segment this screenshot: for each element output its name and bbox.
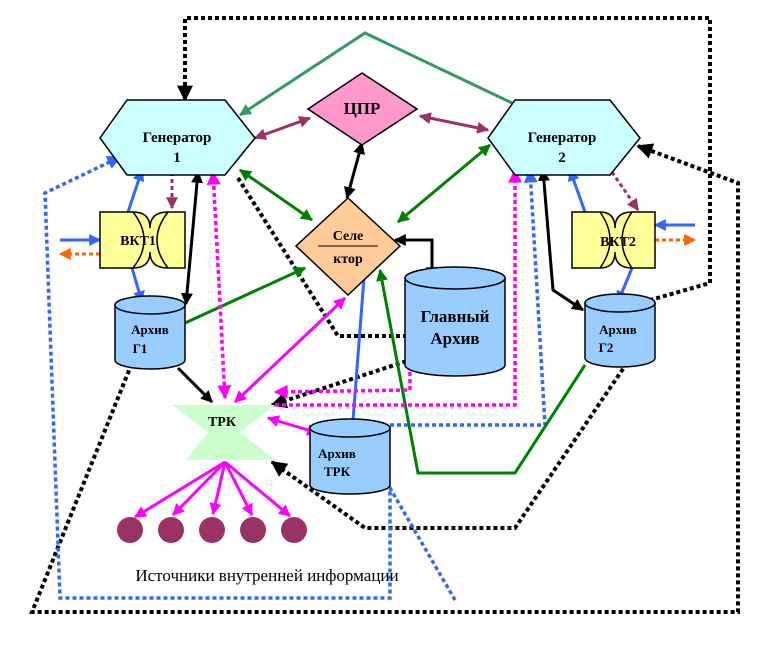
cpr-shape bbox=[306, 72, 419, 146]
generator-1-label: Генератор bbox=[143, 130, 212, 146]
green-gen1-selector bbox=[239, 168, 313, 222]
vkt1-shape bbox=[99, 211, 186, 269]
mauve-cpr-gen2 bbox=[418, 112, 490, 134]
source-fan bbox=[133, 460, 291, 519]
generator-2-label: Генератор bbox=[528, 130, 597, 146]
archive-trk-node[interactable]: Архив ТРК bbox=[309, 418, 391, 495]
selector-label-top: Селе bbox=[333, 229, 364, 244]
main-archive-body bbox=[404, 277, 506, 377]
main-archive-sublabel: Архив bbox=[430, 329, 479, 348]
source-node[interactable] bbox=[117, 517, 143, 543]
source-node[interactable] bbox=[240, 517, 266, 543]
green-archg1-to-selector bbox=[184, 266, 307, 325]
vkt2-gate bbox=[599, 211, 633, 269]
main-archive-label: Главный bbox=[421, 307, 490, 326]
archive-trk-label: Архив bbox=[318, 446, 356, 461]
black-gen1-archive bbox=[181, 170, 203, 306]
trk-label: ТРК bbox=[208, 415, 237, 430]
vkt2-shape bbox=[571, 211, 656, 269]
generator-2-node[interactable]: Генератор 2 bbox=[487, 99, 641, 176]
main-archive-node[interactable]: Главный Архив bbox=[404, 266, 506, 377]
black-gen2-archive bbox=[537, 168, 584, 312]
outer-loop-top bbox=[177, 16, 712, 305]
mag-trk-gen1-a bbox=[206, 170, 232, 400]
blue-vkt2-gen2 bbox=[567, 168, 587, 213]
blue-left-loop bbox=[43, 155, 457, 601]
generator-2-number: 2 bbox=[558, 150, 566, 166]
sources-caption: Источники внутренней информации bbox=[135, 566, 398, 585]
mag-trk-to-gen2 bbox=[275, 168, 522, 407]
cpr-node[interactable]: ЦПР bbox=[306, 72, 419, 146]
generator-1-node[interactable]: Генератор 1 bbox=[99, 99, 256, 176]
archive-trk-sublabel: ТРК bbox=[324, 464, 351, 479]
archive-g1-label: Архив bbox=[131, 322, 169, 337]
archive-g2-body bbox=[584, 302, 656, 368]
archive-trk-body bbox=[309, 427, 391, 495]
archive-g2-node[interactable]: Архив Г2 bbox=[584, 293, 656, 368]
archive-g1-body bbox=[114, 304, 186, 370]
information-sources bbox=[117, 517, 307, 543]
trk-node[interactable]: ТРК bbox=[172, 405, 275, 460]
lower-loop bbox=[270, 361, 629, 530]
black-selector-main bbox=[393, 234, 438, 280]
main-archive-top bbox=[404, 266, 506, 290]
archive-g2-top bbox=[584, 293, 656, 313]
vkt2-label: ВКТ2 bbox=[600, 235, 636, 250]
archive-g1-sublabel: Г1 bbox=[133, 341, 148, 356]
outer-loop-right bbox=[29, 143, 740, 614]
black-cpr-selector bbox=[344, 141, 365, 200]
vkt1-label: ВКТ1 bbox=[120, 234, 156, 249]
archive-g1-top bbox=[114, 295, 186, 315]
trk-shape bbox=[172, 405, 275, 460]
vkt2-node[interactable]: ВКТ2 bbox=[571, 211, 656, 269]
generator-1-number: 1 bbox=[173, 150, 181, 166]
source-node[interactable] bbox=[199, 517, 225, 543]
generator-2-shape bbox=[487, 99, 641, 176]
gen1-to-trk-dotted bbox=[236, 176, 412, 409]
cpr-label: ЦПР bbox=[344, 99, 381, 118]
teal-top-arrow bbox=[238, 31, 513, 117]
green-gen2-selector bbox=[397, 143, 491, 224]
mag-trk-selector bbox=[233, 296, 347, 404]
source-node[interactable] bbox=[281, 517, 307, 543]
archive-g2-label: Архив bbox=[599, 322, 637, 337]
archive-trk-top bbox=[309, 418, 391, 438]
blue-vkt1-gen1 bbox=[126, 168, 145, 213]
green-archg2-to-selector bbox=[376, 268, 587, 475]
archive-g1-node[interactable]: Архив Г1 bbox=[114, 295, 186, 370]
mauve-gen2-vkt2 bbox=[610, 171, 640, 211]
selector-label-bottom: ктор bbox=[333, 252, 363, 267]
vkt1-gate bbox=[132, 211, 169, 269]
source-node[interactable] bbox=[158, 517, 184, 543]
mauve-gen1-cpr bbox=[253, 116, 312, 140]
connectors bbox=[29, 16, 740, 614]
selector-node[interactable]: Селе ктор bbox=[294, 196, 402, 297]
archive-g2-sublabel: Г2 bbox=[599, 340, 614, 355]
arch-g1-to-trk bbox=[176, 366, 214, 404]
vkt1-node[interactable]: ВКТ1 bbox=[99, 211, 186, 269]
generator-1-shape bbox=[99, 99, 256, 176]
